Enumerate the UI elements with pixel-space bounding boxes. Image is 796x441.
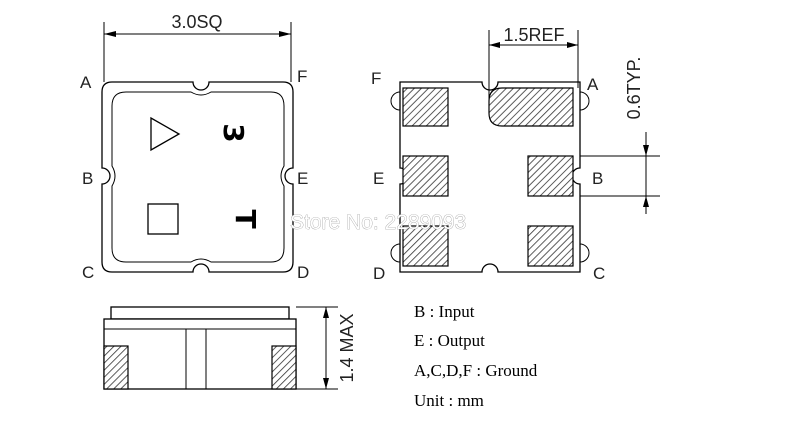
- side-lid: [110, 306, 290, 320]
- pad-d: [402, 225, 449, 267]
- bottom-view: F E D A B C 1.5REF 0.6TYP.: [371, 25, 660, 283]
- dim-0-6typ: 0.6TYP.: [624, 57, 644, 120]
- top-pin-e: E: [297, 169, 308, 188]
- top-pin-a: A: [80, 73, 92, 92]
- dim-3-0sq: 3.0SQ: [171, 12, 222, 32]
- dim-1-4max: 1.4 MAX: [337, 313, 357, 382]
- top-view-outline: [101, 81, 294, 273]
- pad-f: [402, 87, 449, 127]
- side-pad-left: [103, 345, 129, 390]
- bottom-pin-d: D: [373, 264, 385, 283]
- pad-c: [527, 225, 574, 267]
- legend-input: B : Input: [414, 302, 475, 321]
- top-pin-c: C: [82, 263, 94, 282]
- top-view: 3 T A B C D E F 3.0SQ: [80, 12, 309, 282]
- bottom-pin-c: C: [593, 264, 605, 283]
- top-pin-d: D: [297, 263, 309, 282]
- bottom-pin-b: B: [592, 169, 603, 188]
- side-view: 1.4 MAX: [103, 306, 357, 390]
- marking-digit: 3: [217, 123, 250, 142]
- bottom-pin-a: A: [587, 75, 599, 94]
- dim-1-5ref: 1.5REF: [503, 25, 564, 45]
- bottom-pin-e: E: [373, 169, 384, 188]
- pad-a: [488, 87, 574, 127]
- side-pad-right: [271, 345, 297, 390]
- top-pin-b: B: [82, 169, 93, 188]
- store-watermark: Store No: 2289093: [290, 211, 466, 234]
- legend-output: E : Output: [414, 331, 485, 350]
- bottom-pin-f: F: [371, 69, 381, 88]
- legend-unit: Unit : mm: [414, 391, 484, 410]
- square-mark: [147, 203, 179, 235]
- pin-legend: B : Input E : Output A,C,D,F : Ground Un…: [414, 302, 538, 410]
- pad-b: [527, 155, 574, 197]
- triangle-mark: [150, 116, 181, 152]
- top-pin-f: F: [297, 67, 307, 86]
- top-view-lid: [111, 91, 285, 263]
- legend-ground: A,C,D,F : Ground: [414, 361, 538, 380]
- marking-letter: T: [229, 209, 262, 228]
- pad-e: [402, 155, 449, 197]
